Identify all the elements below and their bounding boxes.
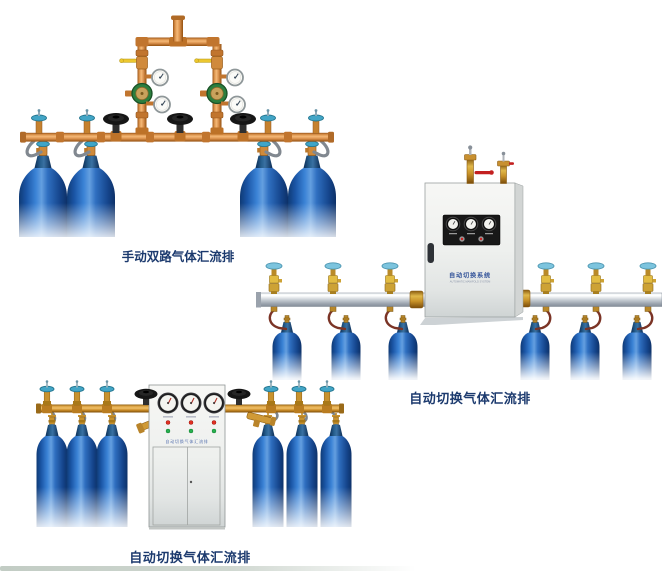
cabinet-top-valve-2 [497, 151, 514, 184]
cabinet-top-valve-1 [464, 145, 494, 184]
pipe-riser-valve [587, 262, 605, 295]
pipe-riser-valve [69, 379, 85, 406]
pipe-riser-valve [308, 108, 324, 134]
drop-pipe-left [120, 44, 171, 135]
wheel-valve [167, 113, 193, 133]
pipe-riser-valve [639, 262, 657, 295]
cylinder-fade [0, 203, 340, 250]
cylinder-fade [250, 352, 662, 385]
cabinet-title: 自动切换系统 [449, 272, 491, 280]
drop-pipe-right [195, 44, 246, 135]
pipe-riser-valve [265, 262, 283, 295]
panel-gauges [157, 392, 225, 418]
pipe-riser-valve [263, 379, 279, 406]
cabinet-subtitle: AUTOMATIC MANIFOLD SYSTEM [450, 280, 491, 284]
cabinet-caption: 自动切换气体汇流排 [165, 438, 208, 444]
pipe-riser-valve [291, 379, 307, 406]
cabinet-shadow [420, 317, 523, 325]
auto-switch-manifold-wall-illustration: 自动切换系统 AUTOMATIC MANIFOLD SYSTEM [250, 145, 662, 385]
control-cabinet: 自动切换系统 AUTOMATIC MANIFOLD SYSTEM [420, 145, 524, 325]
panel-gauges [445, 216, 497, 242]
pigtail-hoses [25, 139, 330, 158]
indicator-lights [165, 420, 217, 434]
product-label-manual-dual: 手动双路气体汇流排 [121, 250, 235, 264]
cabinet-slot [427, 243, 434, 263]
wheel-valve [227, 388, 251, 405]
pipe-riser-valve [39, 379, 55, 406]
pipe-riser-valve [79, 108, 95, 134]
pipe-riser-valve [319, 379, 335, 406]
product-label-auto-cabinet: 自动切换气体汇流排 [129, 550, 251, 565]
pipe-riser-valve [324, 262, 342, 295]
wheel-valve [103, 113, 129, 133]
regulator-right [246, 412, 277, 428]
bottom-image-edge-strip [0, 566, 416, 571]
top-header-pipe [135, 15, 220, 47]
pipe-riser-valve [381, 262, 399, 295]
product-label-auto-wall: 自动切换气体汇流排 [409, 391, 531, 406]
door-handle [189, 480, 193, 484]
pipe-riser-valve [99, 379, 115, 406]
manual-dual-manifold-illustration [0, 15, 340, 250]
pipe-riser-valve [31, 108, 47, 134]
pipe-riser-valve [537, 262, 555, 295]
auto-switch-manifold-cabinet-illustration: 自动切换气体汇流排 [20, 379, 360, 540]
cylinder-valves [283, 315, 641, 323]
pigtail-hoses [268, 308, 654, 331]
control-cabinet: 自动切换气体汇流排 [148, 384, 226, 530]
cabinet-base-shadow [149, 527, 225, 530]
wheel-valve [230, 113, 256, 133]
pipe-riser-valve [260, 108, 276, 134]
cabinet-doors [152, 446, 221, 526]
